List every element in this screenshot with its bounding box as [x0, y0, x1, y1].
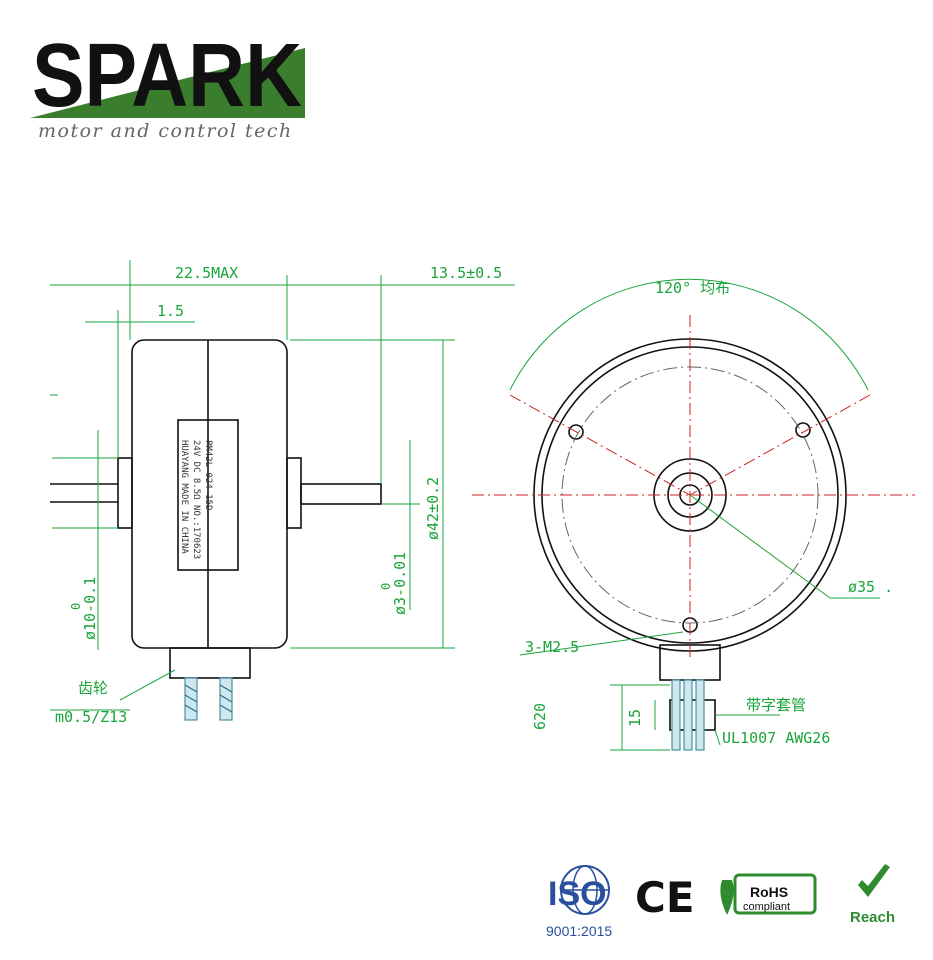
certification-logos: ISO 9001:2015 CE RoHS compliant Reach [546, 864, 895, 939]
gear-spec: m0.5/Z13 [55, 708, 127, 726]
dim-shaft-diameter: ø3-0.01 [391, 552, 409, 615]
dim-angle: 120° 均布 [655, 279, 730, 297]
wire-spec: UL1007 AWG26 [722, 729, 830, 747]
svg-text:RoHS: RoHS [750, 884, 788, 900]
dim-boss-tol: 0 [69, 603, 83, 610]
motor-shaft [300, 483, 382, 505]
dim-strip: 15 [626, 709, 644, 727]
gear-label: 齿轮 [78, 679, 108, 697]
dim-flange: 1.5 [157, 302, 184, 320]
svg-text:9001:2015: 9001:2015 [546, 923, 612, 939]
side-view-outline [50, 339, 382, 679]
front-dimension-lines [509, 278, 880, 751]
right-boss [286, 457, 302, 529]
dim-bolt-circle: ø35 . [848, 578, 893, 596]
motor-label-plate [177, 419, 239, 571]
rohs-logo: RoHS compliant [720, 873, 817, 915]
svg-text:Reach: Reach [850, 909, 895, 926]
dim-holes: 3-M2.5 [525, 638, 579, 656]
logo-wordmark: SPARK [32, 26, 302, 118]
front-wires [671, 679, 705, 751]
iso-logo: ISO 9001:2015 [546, 865, 612, 939]
logo-tagline: motor and control tech [38, 120, 293, 142]
dim-shaft-tol: 0 [379, 583, 393, 590]
side-dimension-lines [50, 260, 515, 711]
wire-connector [169, 647, 251, 679]
svg-text:ISO: ISO [548, 875, 607, 913]
label-line-3: HUAYANG MADE IN CHINA [179, 440, 189, 554]
mount-hole-1 [568, 424, 584, 440]
svg-text:compliant: compliant [743, 901, 790, 913]
dim-shaft-length: 13.5±0.5 [430, 264, 502, 282]
dim-lead-length: 620 [531, 703, 549, 730]
dim-length: 22.5MAX [175, 264, 238, 282]
label-line-2: 24V DC 8.5Ω NO.:170623 [191, 440, 201, 559]
side-wires [184, 677, 233, 721]
spark-logo: SPARK [30, 26, 305, 118]
label-line-1: PM42L-024-15D [203, 440, 213, 510]
logo-green-swoosh [30, 48, 305, 118]
dim-boss-diameter: ø10-0.1 [81, 577, 99, 640]
ce-mark: CE [635, 873, 695, 922]
left-boss [117, 457, 133, 529]
dim-diameter: ø42±0.2 [424, 477, 442, 540]
centerlines [472, 315, 915, 660]
mount-hole-2 [795, 422, 811, 438]
sleeve-label: 带字套管 [746, 696, 806, 714]
reach-logo: Reach [850, 864, 895, 926]
